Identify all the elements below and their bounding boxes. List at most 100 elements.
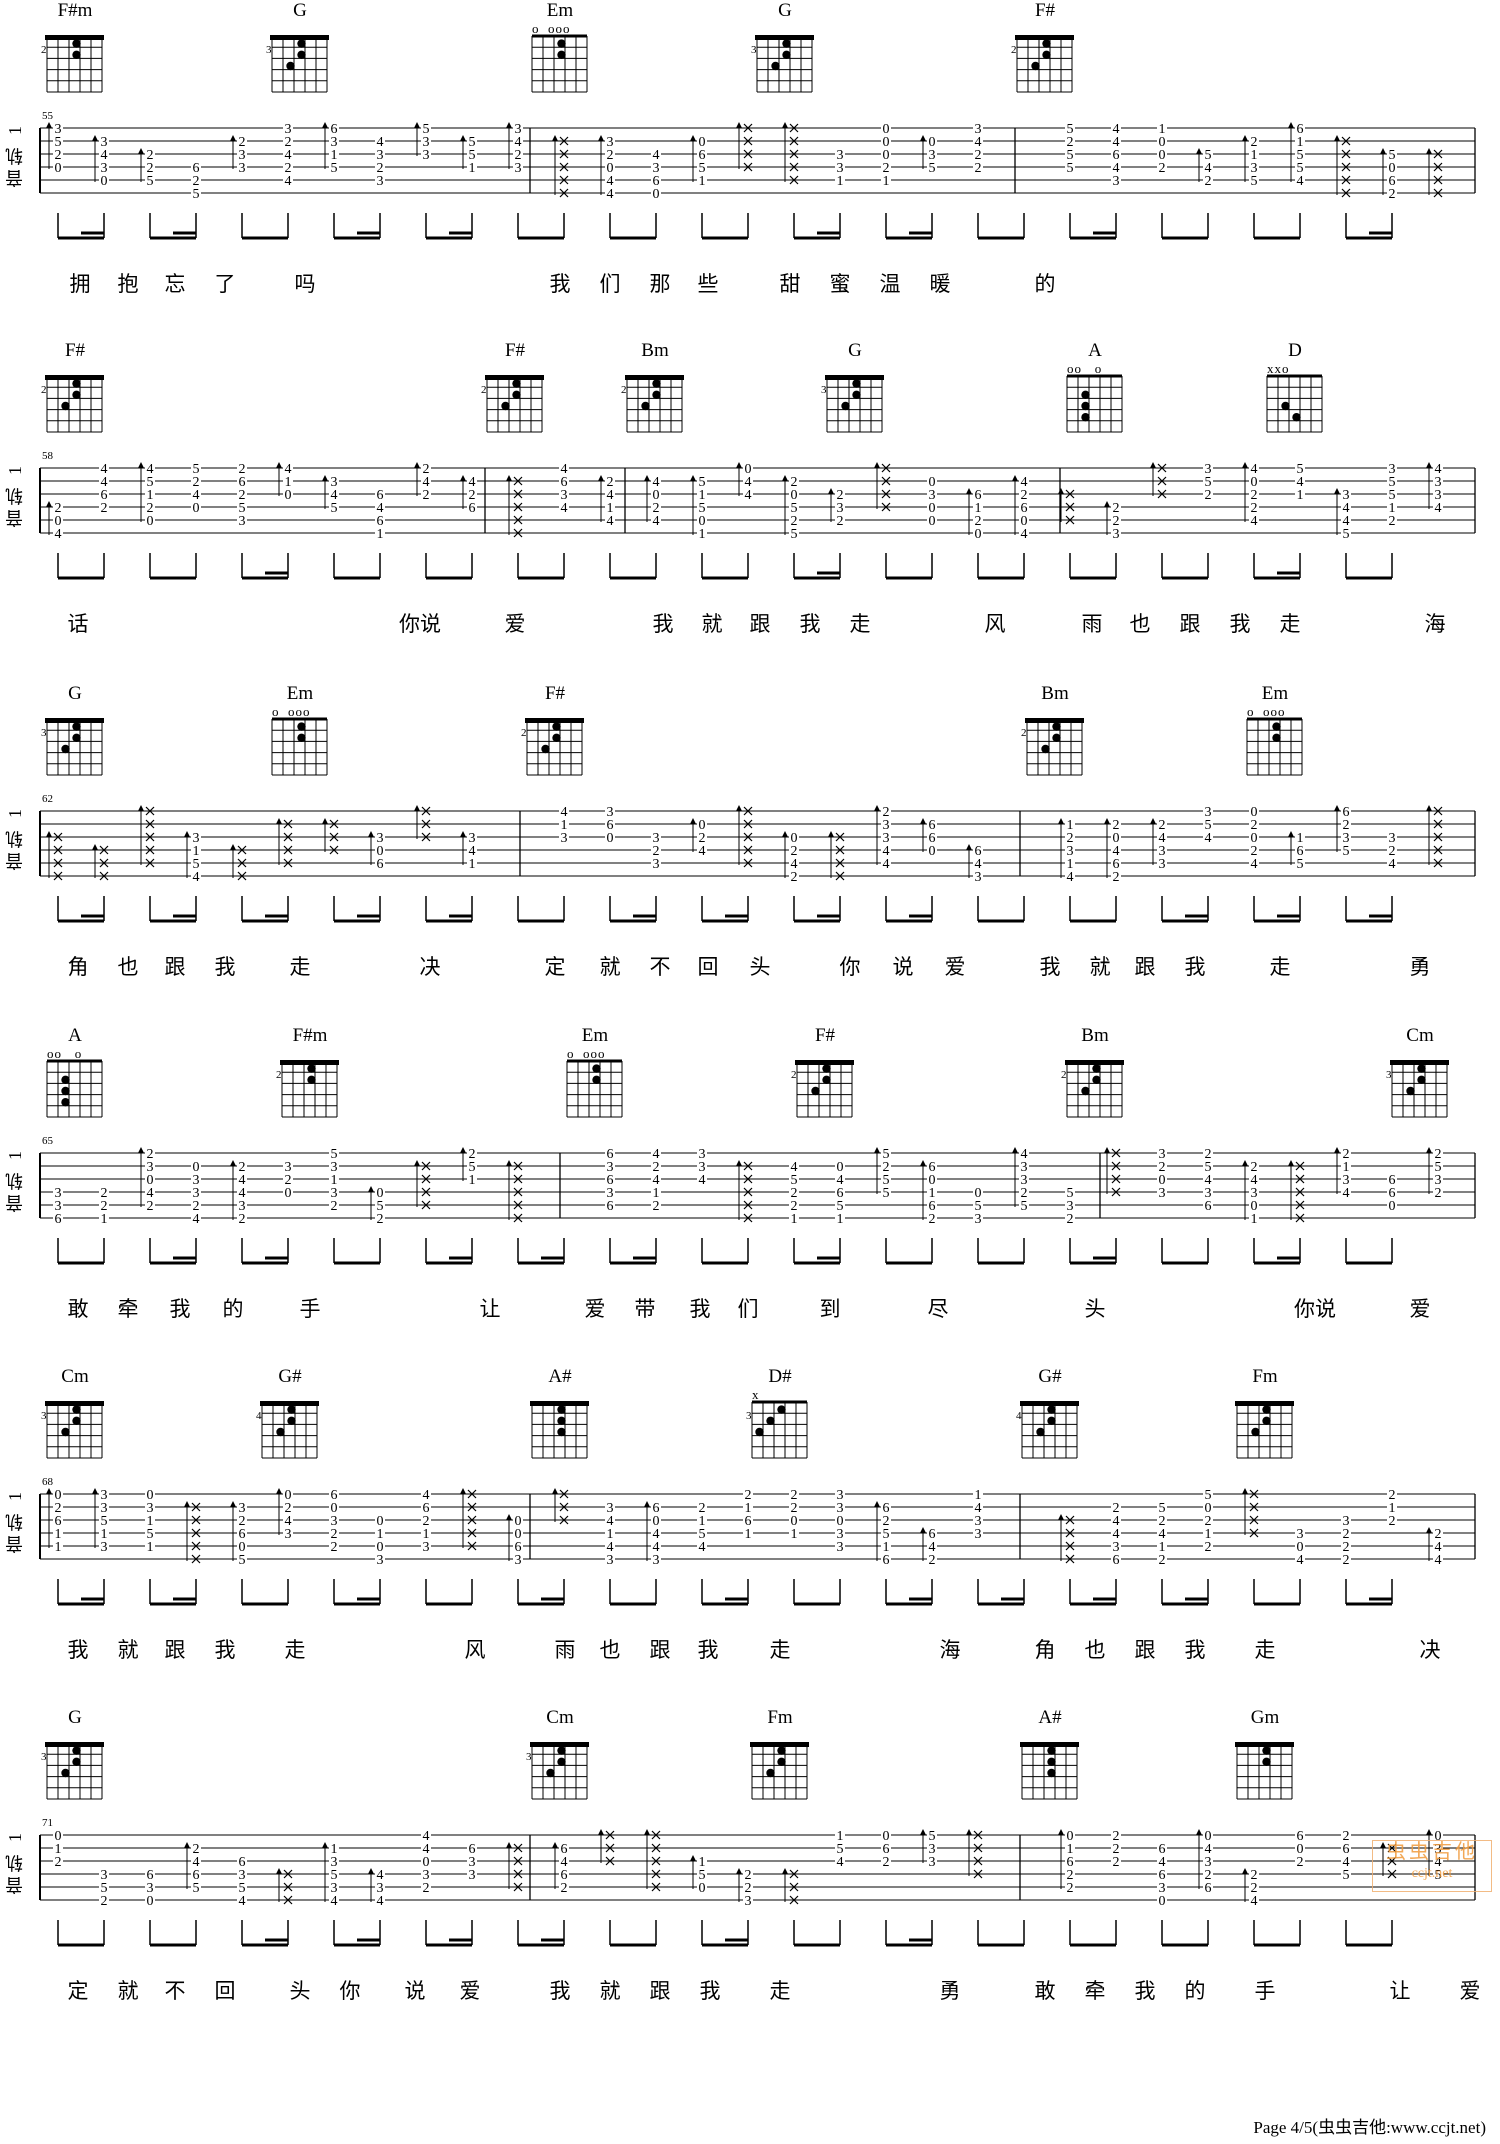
chord-open-strings: o ooo <box>567 1046 606 1061</box>
lyric-syllable: 就 <box>599 955 621 979</box>
lyric-syllable: 吗 <box>294 272 316 296</box>
svg-text:4: 4 <box>423 1842 430 1857</box>
lyric-syllable: 我 <box>652 612 674 636</box>
svg-text:2: 2 <box>239 135 246 150</box>
lyric-syllable: 爱 <box>1409 1297 1431 1321</box>
svg-text:4: 4 <box>653 514 660 529</box>
svg-text:5: 5 <box>1205 148 1212 163</box>
svg-text:0: 0 <box>1205 1829 1212 1844</box>
svg-text:4: 4 <box>653 148 660 163</box>
svg-text:2: 2 <box>1159 1553 1166 1568</box>
chord-diagram <box>1266 374 1323 433</box>
chord-fret-number: 2 <box>1061 1069 1067 1081</box>
svg-text:0: 0 <box>1021 514 1028 529</box>
chord-name: G <box>68 683 82 704</box>
svg-text:2: 2 <box>1389 844 1396 859</box>
lyric-syllable: 就 <box>117 1638 139 1662</box>
svg-text:2: 2 <box>377 1212 384 1227</box>
svg-text:4: 4 <box>1067 870 1074 885</box>
svg-text:2: 2 <box>1389 1488 1396 1503</box>
svg-text:3: 3 <box>1159 1147 1166 1162</box>
chord-name: Em <box>1261 683 1289 704</box>
svg-text:5: 5 <box>331 1147 338 1162</box>
svg-text:3: 3 <box>331 475 338 490</box>
svg-text:6: 6 <box>1067 1855 1074 1870</box>
chord-diagram <box>45 35 104 93</box>
svg-text:5: 5 <box>883 1173 890 1188</box>
svg-text:0: 0 <box>699 818 706 833</box>
svg-text:1: 1 <box>147 1514 154 1529</box>
svg-text:6: 6 <box>1389 174 1396 189</box>
svg-text:6: 6 <box>929 1199 936 1214</box>
svg-text:2: 2 <box>699 831 706 846</box>
svg-text:1: 1 <box>1205 1527 1212 1542</box>
svg-text:0: 0 <box>837 1514 844 1529</box>
svg-text:0: 0 <box>55 161 62 176</box>
svg-text:1: 1 <box>331 148 338 163</box>
svg-text:4: 4 <box>607 1540 614 1555</box>
svg-text:0: 0 <box>975 1186 982 1201</box>
chord-fret-number: 3 <box>41 727 47 739</box>
chord-diagram <box>795 1060 854 1118</box>
lyric-syllable: 跟 <box>649 1638 671 1662</box>
svg-text:3: 3 <box>285 1527 292 1542</box>
svg-text:1: 1 <box>745 1527 752 1542</box>
svg-text:1: 1 <box>55 1527 62 1542</box>
svg-text:4: 4 <box>1205 161 1212 176</box>
svg-text:4: 4 <box>1435 462 1442 477</box>
svg-text:3: 3 <box>193 1186 200 1201</box>
svg-text:3: 3 <box>561 831 568 846</box>
svg-text:4: 4 <box>607 174 614 189</box>
svg-text:2: 2 <box>101 1186 108 1201</box>
svg-text:6: 6 <box>515 1540 522 1555</box>
svg-text:5: 5 <box>239 1881 246 1896</box>
svg-text:3: 3 <box>147 1881 154 1896</box>
svg-text:2: 2 <box>1435 1147 1442 1162</box>
svg-text:0: 0 <box>1297 1540 1304 1555</box>
chord-open-strings: o ooo <box>272 704 311 719</box>
chord-name: Bm <box>641 340 669 361</box>
svg-text:6: 6 <box>239 1527 246 1542</box>
svg-text:1: 1 <box>607 1527 614 1542</box>
svg-text:2: 2 <box>1113 501 1120 516</box>
svg-text:4: 4 <box>1435 501 1442 516</box>
svg-text:4: 4 <box>377 1894 384 1909</box>
tab-staff: 0261133513031513260502436032201034621300… <box>39 1487 1476 1606</box>
chord-name: G <box>68 1707 82 1728</box>
svg-text:1: 1 <box>469 161 476 176</box>
svg-text:5: 5 <box>1435 1160 1442 1175</box>
lyric-syllable: 跟 <box>749 612 771 636</box>
svg-text:4: 4 <box>55 527 62 542</box>
svg-text:2: 2 <box>147 1147 154 1162</box>
svg-text:3: 3 <box>929 488 936 503</box>
svg-text:2: 2 <box>1021 488 1028 503</box>
chord-diagram <box>260 1401 319 1459</box>
svg-text:0: 0 <box>929 844 936 859</box>
svg-text:4: 4 <box>883 857 890 872</box>
lyric-syllable: 爱 <box>584 1297 606 1321</box>
chord-name: G# <box>278 1366 302 1387</box>
lyric-syllable: 到 <box>819 1297 841 1321</box>
svg-text:4: 4 <box>147 462 154 477</box>
svg-text:4: 4 <box>1389 857 1396 872</box>
svg-text:4: 4 <box>285 148 292 163</box>
svg-text:1: 1 <box>101 1527 108 1542</box>
svg-text:6: 6 <box>561 1842 568 1857</box>
chord-diagram <box>1065 1060 1124 1118</box>
svg-text:2: 2 <box>1251 844 1258 859</box>
svg-text:3: 3 <box>239 1199 246 1214</box>
svg-text:3: 3 <box>1435 1842 1442 1857</box>
svg-text:1: 1 <box>331 1842 338 1857</box>
svg-text:1: 1 <box>1297 135 1304 150</box>
svg-text:2: 2 <box>239 1212 246 1227</box>
svg-text:4: 4 <box>607 1514 614 1529</box>
lyric-syllable: 敢 <box>67 1297 89 1321</box>
svg-text:5: 5 <box>331 1868 338 1883</box>
svg-text:0: 0 <box>1389 1199 1396 1214</box>
svg-text:2: 2 <box>883 1855 890 1870</box>
svg-text:2: 2 <box>561 1881 568 1896</box>
svg-text:1: 1 <box>469 857 476 872</box>
chord-diagram <box>750 1742 809 1800</box>
